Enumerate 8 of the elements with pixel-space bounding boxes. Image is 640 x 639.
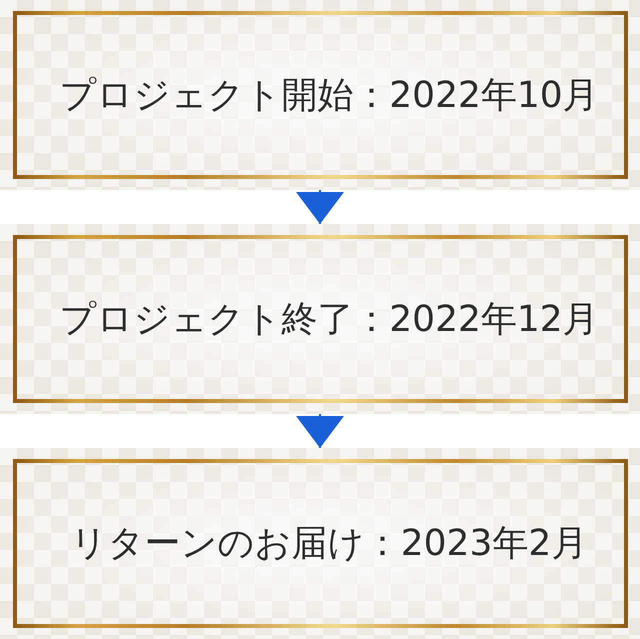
arrow <box>296 414 344 448</box>
arrow <box>296 190 344 224</box>
step-panel <box>0 224 640 414</box>
step-panel <box>0 0 640 190</box>
step-label: プロジェクト開始：2022年10月 <box>59 74 599 118</box>
step-panel <box>0 448 640 639</box>
step-label: リターンのお届け：2023年2月 <box>70 522 588 566</box>
step-label: プロジェクト終了：2022年12月 <box>59 298 599 342</box>
